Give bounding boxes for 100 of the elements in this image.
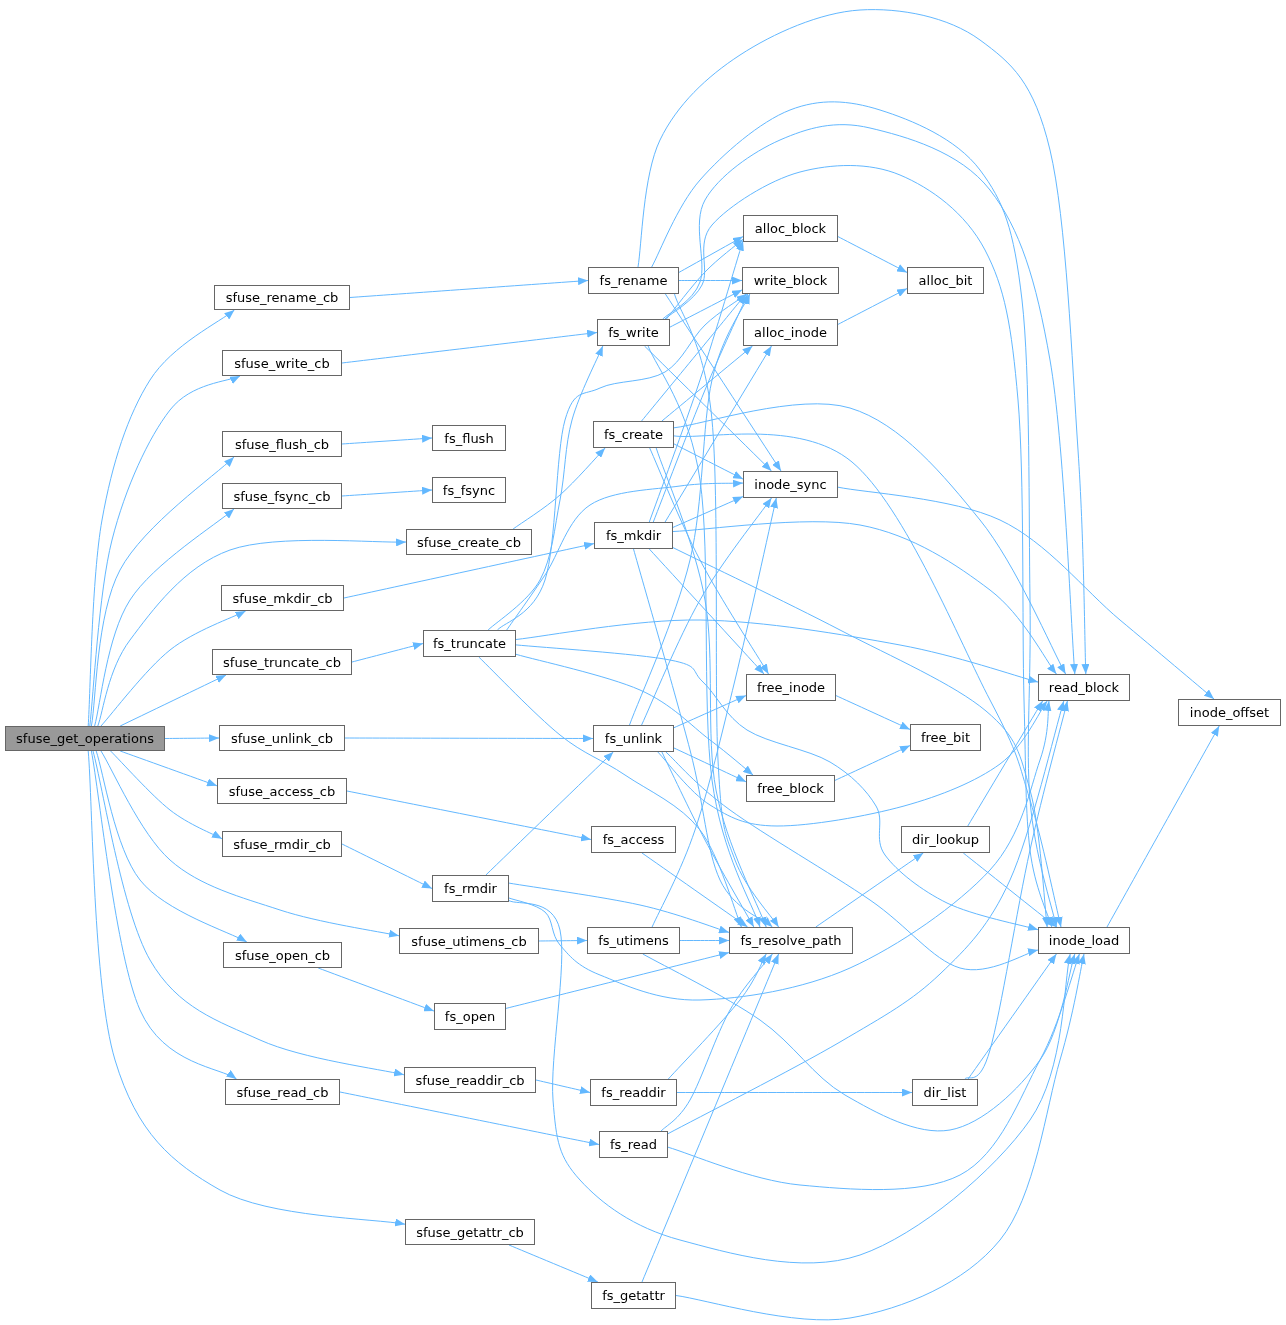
- call-arrow: [673, 443, 744, 480]
- call-arrow: [485, 751, 614, 876]
- call-arrow: [344, 734, 594, 743]
- function-box: fs_rename: [588, 267, 679, 294]
- call-arrow: [633, 548, 773, 928]
- call-arrow: [341, 843, 433, 889]
- call-arrow: [343, 541, 595, 599]
- call-arrow: [648, 240, 744, 523]
- call-arrow: [652, 293, 749, 523]
- call-arrow: [672, 496, 744, 528]
- call-arrow: [641, 953, 780, 1283]
- call-arrow: [119, 750, 218, 787]
- call-arrow: [87, 309, 235, 727]
- call-arrow: [97, 538, 407, 727]
- function-box: sfuse_mkdir_cb: [221, 585, 344, 611]
- call-arrow: [94, 508, 235, 727]
- call-arrow: [660, 953, 773, 1132]
- call-arrow: [815, 852, 924, 928]
- function-box: sfuse_access_cb: [217, 778, 347, 804]
- call-arrow: [661, 345, 753, 422]
- call-arrow: [508, 900, 1073, 1264]
- call-arrow: [651, 497, 778, 928]
- call-arrow: [665, 751, 1039, 971]
- call-arrow: [662, 124, 1079, 675]
- call-arrow: [496, 293, 748, 631]
- function-box: fs_rmdir: [432, 875, 509, 902]
- call-arrow: [657, 700, 1048, 827]
- call-arrow: [673, 403, 1067, 675]
- call-arrow: [673, 433, 1063, 928]
- call-arrow: [964, 700, 1069, 1080]
- call-arrow: [641, 852, 749, 928]
- call-arrow: [967, 953, 1057, 1080]
- call-arrow: [508, 700, 1052, 1001]
- call-arrow: [100, 750, 400, 938]
- call-arrow: [90, 456, 235, 727]
- function-box: sfuse_getattr_cb: [405, 1219, 535, 1245]
- function-box: free_bit: [910, 724, 981, 751]
- call-arrow: [667, 953, 1080, 1190]
- function-box: sfuse_truncate_cb: [212, 649, 352, 675]
- call-arrow: [317, 967, 435, 1012]
- function-box: fs_read: [599, 1131, 668, 1158]
- call-arrow: [679, 936, 730, 945]
- function-box: fs_write: [597, 319, 670, 346]
- call-arrow: [535, 1079, 591, 1095]
- function-box: alloc_inode: [743, 319, 838, 346]
- call-arrow: [341, 486, 433, 497]
- call-arrow: [655, 447, 767, 928]
- call-arrow: [89, 375, 241, 727]
- function-box: dir_lookup: [901, 826, 990, 853]
- call-arrow: [637, 9, 1090, 675]
- call-arrow: [665, 238, 744, 320]
- call-arrow: [667, 700, 1065, 1135]
- call-arrow: [675, 953, 1086, 1321]
- function-box: fs_access: [591, 826, 676, 853]
- call-arrow: [100, 610, 247, 727]
- call-arrow: [346, 790, 592, 842]
- function-box: fs_fsync: [432, 477, 506, 503]
- call-arrow: [339, 1091, 600, 1147]
- function-box: inode_load: [1038, 927, 1130, 954]
- call-arrow: [515, 619, 1039, 684]
- call-arrow: [962, 852, 1057, 928]
- function-box: fs_open: [434, 1003, 506, 1030]
- function-box: inode_sync: [743, 471, 838, 498]
- call-arrow: [676, 1088, 913, 1097]
- function-box: alloc_bit: [907, 267, 984, 294]
- call-arrow: [505, 951, 730, 1009]
- function-box: fs_utimens: [587, 927, 680, 954]
- function-box: sfuse_unlink_cb: [219, 725, 345, 751]
- call-arrow: [667, 953, 767, 1080]
- call-arrow: [506, 479, 744, 631]
- call-arrow: [487, 345, 604, 631]
- call-arrow: [95, 750, 248, 943]
- call-arrow: [678, 236, 744, 273]
- call-arrow: [164, 734, 220, 743]
- call-arrow: [837, 486, 1215, 700]
- call-arrow: [478, 656, 742, 928]
- function-box: sfuse_read_cb: [225, 1079, 340, 1105]
- function-box: sfuse_rename_cb: [214, 285, 350, 310]
- function-box: fs_unlink: [593, 725, 674, 752]
- call-arrow: [674, 293, 780, 928]
- function-box: write_block: [742, 267, 839, 294]
- call-arrow: [649, 447, 769, 675]
- call-arrow: [515, 644, 1039, 931]
- call-arrow: [87, 750, 406, 1227]
- call-arrow: [110, 750, 223, 840]
- root-function-box: sfuse_get_operations: [5, 726, 165, 751]
- function-box: alloc_block: [743, 215, 838, 242]
- call-arrow: [967, 700, 1044, 827]
- call-arrow: [341, 329, 598, 364]
- call-arrow: [641, 497, 772, 726]
- call-arrow: [664, 293, 782, 472]
- call-arrow: [672, 521, 1057, 675]
- call-arrow: [90, 750, 237, 1080]
- call-arrow: [837, 288, 908, 325]
- function-box: read_block: [1038, 674, 1130, 701]
- call-arrow: [351, 642, 424, 663]
- function-box: sfuse_flush_cb: [222, 431, 342, 457]
- call-arrow: [647, 345, 761, 928]
- call-arrow: [661, 751, 755, 928]
- call-arrow: [673, 695, 747, 729]
